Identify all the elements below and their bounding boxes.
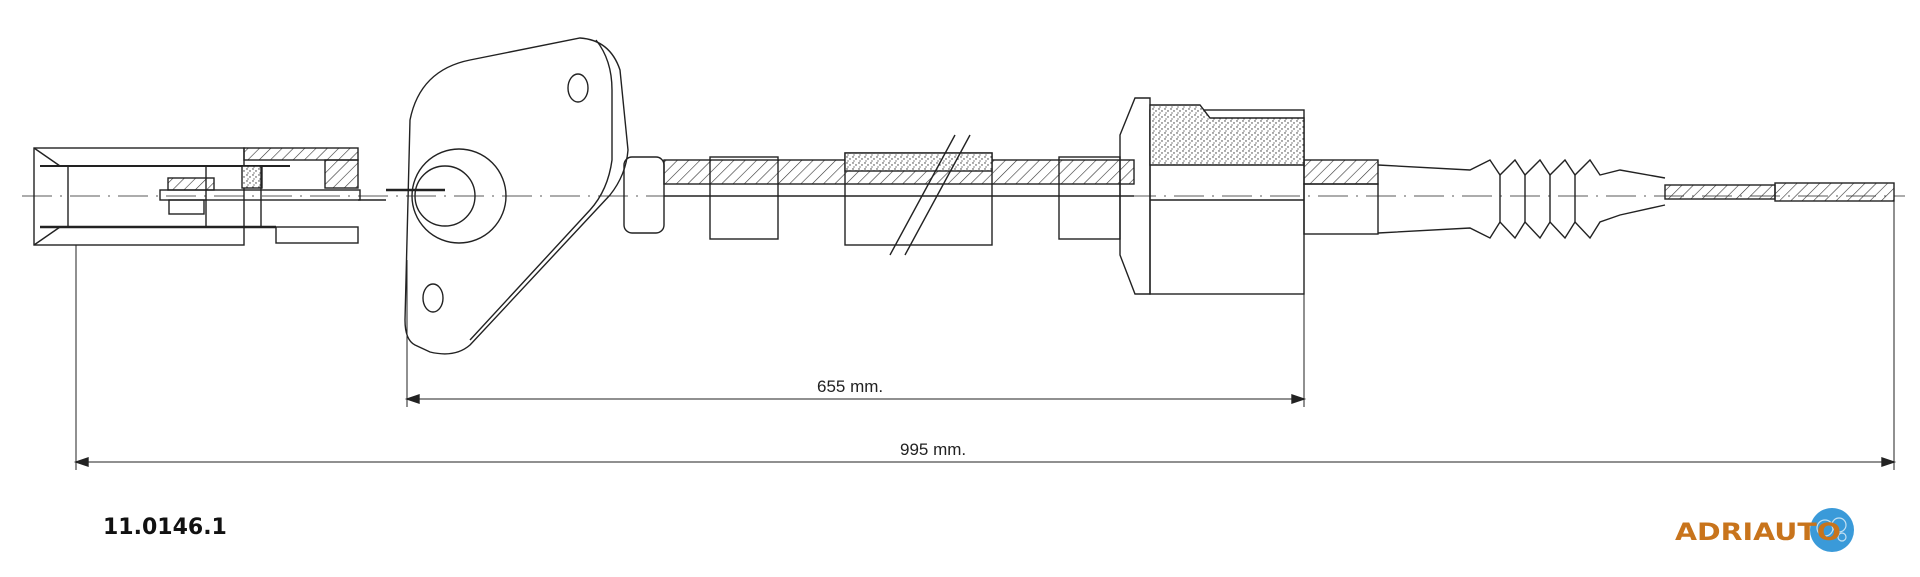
cable-housing bbox=[623, 134, 1135, 256]
dimension-995-label: 995 mm. bbox=[900, 440, 966, 459]
threaded-rod bbox=[1664, 182, 1895, 202]
brand-logo-rings-icon bbox=[1816, 517, 1847, 542]
dimension-655 bbox=[404, 394, 1307, 404]
brand-logo: ADRIAUTO bbox=[1675, 508, 1854, 552]
part-number: 11.0146.1 bbox=[103, 515, 227, 540]
brand-name: ADRIAUTO bbox=[1675, 518, 1841, 546]
dimension-655-label: 655 mm. bbox=[817, 377, 883, 396]
adjuster-body bbox=[1119, 97, 1379, 295]
dimension-995 bbox=[73, 457, 1897, 467]
left-end-fitting bbox=[33, 147, 386, 246]
rubber-boot bbox=[1377, 158, 1666, 240]
